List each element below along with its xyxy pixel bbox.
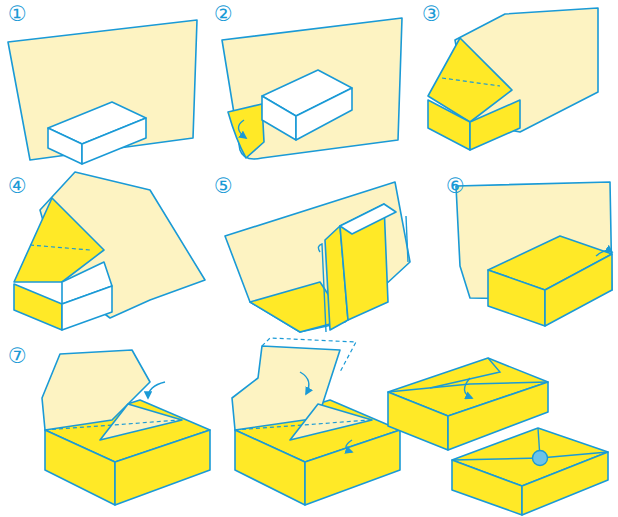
step-4-art	[14, 172, 205, 330]
step-3-art	[428, 8, 598, 150]
step-2-art	[222, 18, 402, 159]
step-number: ⑥	[446, 176, 465, 197]
step-number: ②	[214, 4, 233, 25]
step-7-art	[42, 350, 210, 505]
step-5-art	[225, 182, 410, 332]
step-number: ④	[8, 176, 27, 197]
step-8-art	[232, 338, 400, 505]
step-10-art	[452, 428, 608, 515]
step-number: ⑤	[214, 176, 233, 197]
step-number: ①	[8, 4, 27, 25]
step-6-art	[456, 182, 612, 326]
step-1-art	[8, 20, 197, 164]
step-number: ③	[422, 4, 441, 25]
step-number: ⑦	[8, 346, 27, 367]
